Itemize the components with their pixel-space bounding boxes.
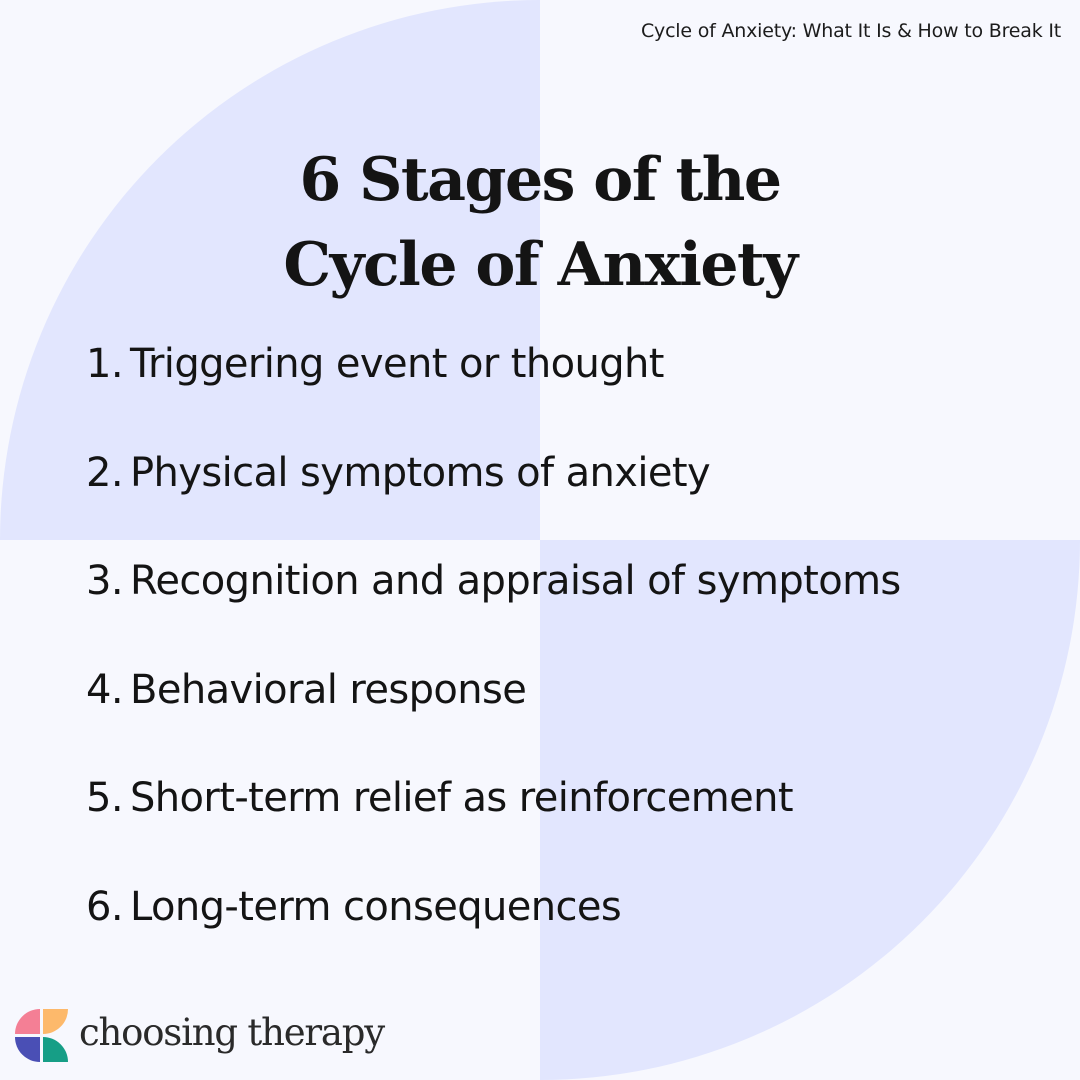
logo-mark-icon [15, 1009, 69, 1063]
logo-petal-teal [43, 1037, 68, 1062]
stage-number: 6. [86, 883, 124, 930]
stage-number: 1. [86, 341, 124, 387]
stage-item: 1. Triggering event or thought [86, 336, 901, 445]
stage-item: 5. Short-term relief as reinforcement [86, 770, 901, 879]
brand-name: choosing therapy [79, 1010, 385, 1054]
stage-number: 4. [86, 666, 124, 713]
stage-label: Short-term relief as reinforcement [130, 775, 794, 821]
title-line-1: 6 Stages of the [299, 145, 782, 215]
logo-petal-yellow [43, 1009, 68, 1034]
stage-label: Long-term consequences [130, 883, 622, 930]
stage-label: Physical symptoms of anxiety [130, 449, 711, 496]
logo-petal-blue [15, 1037, 40, 1062]
stage-number: 5. [86, 775, 124, 821]
stage-item: 2. Physical symptoms of anxiety [86, 445, 901, 554]
stages-list: 1. Triggering event or thought 2. Physic… [86, 336, 901, 987]
stage-label: Triggering event or thought [130, 341, 664, 387]
stage-number: 3. [86, 558, 124, 604]
page-title: 6 Stages of the Cycle of Anxiety [0, 138, 1080, 308]
stage-number: 2. [86, 449, 124, 496]
stage-label: Behavioral response [130, 666, 527, 713]
stage-label: Recognition and appraisal of symptoms [130, 558, 901, 604]
stage-item: 6. Long-term consequences [86, 879, 901, 988]
brand-logo: choosing therapy [15, 1009, 385, 1063]
source-article-title: Cycle of Anxiety: What It Is & How to Br… [640, 20, 1061, 42]
stage-item: 4. Behavioral response [86, 662, 901, 771]
stage-item: 3. Recognition and appraisal of symptoms [86, 553, 901, 662]
title-line-2: Cycle of Anxiety [283, 230, 798, 300]
logo-petal-pink [15, 1009, 40, 1034]
